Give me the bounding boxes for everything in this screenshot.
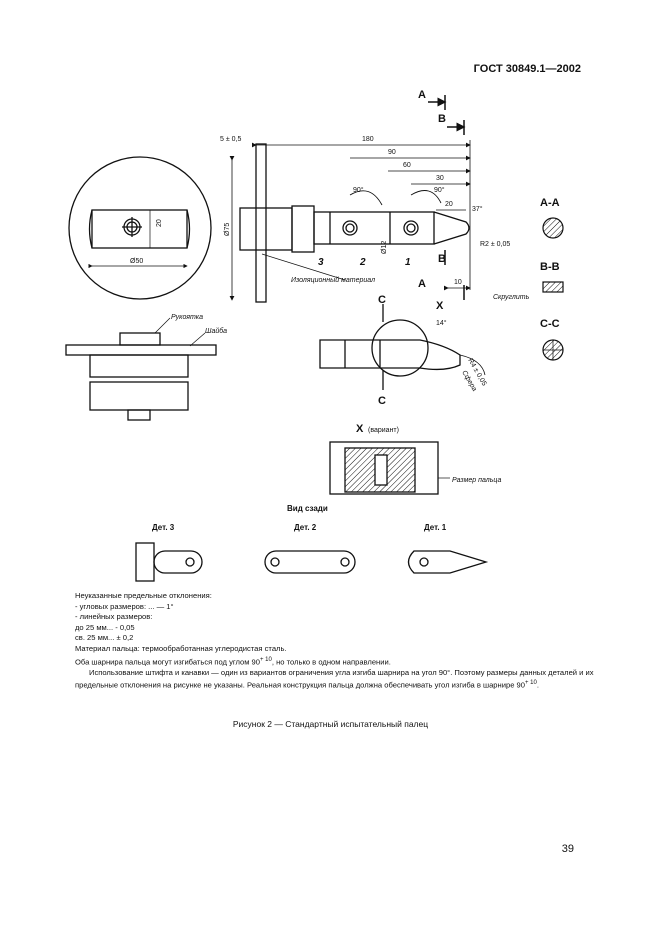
figure-caption: Рисунок 2 — Стандартный испытательный па…	[232, 719, 429, 729]
dim-dia75: Ø75	[224, 223, 231, 236]
section-arrows	[428, 95, 466, 300]
dim-dia50: Ø50	[130, 258, 143, 265]
note-line: Материал пальца: термообработанная углер…	[75, 643, 287, 653]
dim-90: 90	[388, 149, 396, 156]
finger-side-view	[229, 140, 471, 303]
dim-dia12: Ø12	[381, 241, 388, 254]
page-number: 39	[561, 843, 574, 855]
note-superscript: + 10	[260, 656, 272, 663]
section-bb-title: B-B	[540, 261, 560, 273]
note-line: - угловых размеров: ... — 1°	[75, 601, 174, 611]
parts-row	[135, 542, 489, 582]
dim-180: 180	[362, 136, 374, 143]
note-line: Оба шарнира пальца могут изгибаться под …	[75, 655, 595, 668]
part-det2-label: Дет. 2	[294, 523, 317, 532]
part-det1-label: Дет. 1	[424, 523, 447, 532]
part-number-1: 1	[405, 257, 411, 268]
note-text: Использование штифта и канавки — один из…	[75, 667, 594, 690]
x-variant-note: (вариант)	[368, 427, 399, 434]
section-a-top: A	[418, 89, 426, 101]
dim-60: 60	[403, 162, 411, 169]
section-c-top: C	[378, 294, 386, 306]
note-line: - линейных размеров:	[75, 612, 153, 622]
x-variant-letter: X	[356, 423, 364, 435]
dim-90deg-2: 90°	[434, 186, 445, 194]
front-circle-view	[68, 156, 212, 300]
dim-14deg: 14°	[436, 319, 447, 327]
section-aa-title: A-A	[540, 197, 560, 209]
finger-size-label: Размер пальца	[452, 477, 501, 484]
dim-30: 30	[436, 175, 444, 182]
technical-drawing: Ø50 20 A B B A 5 ± 0,5 180 90 60	[65, 89, 564, 582]
standard-header: ГОСТ 30849.1—2002	[473, 63, 581, 75]
note-line: Неуказанные предельные отклонения:	[75, 591, 212, 600]
side-view-title: Вид сзади	[287, 504, 328, 513]
dim-5: 5 ± 0,5	[220, 136, 241, 143]
section-b-bottom: B	[438, 253, 446, 265]
insulation-label: Изоляционный материал	[291, 276, 375, 284]
section-a-bottom: A	[418, 278, 426, 290]
section-views	[542, 217, 564, 361]
dim-20: 20	[445, 201, 453, 208]
dim-37deg: 37°	[472, 205, 483, 213]
part-number-2: 2	[359, 257, 366, 268]
dim-r2: R2 ± 0,05	[480, 241, 510, 248]
detail-x-label: X	[436, 300, 444, 312]
x-variant-detail	[329, 441, 450, 495]
rounded-label: Скруглить	[493, 294, 530, 301]
note-text: Оба шарнира пальца могут изгибаться под …	[75, 657, 260, 667]
section-b-top: B	[438, 113, 446, 125]
handle-label: Рукоятка	[171, 314, 203, 321]
bent-finger-view	[319, 304, 486, 390]
note-line: до 25 мм... - 0,05	[75, 622, 135, 632]
note-text: , но только в одном направлении.	[271, 657, 391, 667]
part-number-3: 3	[318, 257, 324, 268]
note-paragraph: Использование штифта и канавки — один из…	[75, 668, 595, 692]
note-text: .	[536, 680, 539, 690]
dim-20-vertical: 20	[156, 219, 163, 227]
washer-label: Шайба	[205, 327, 227, 335]
section-c-bottom: C	[378, 395, 386, 407]
part-det3-label: Дет. 3	[152, 523, 175, 532]
dim-10: 10	[454, 279, 462, 286]
handle-washer-view	[65, 317, 217, 421]
notes-block: Неуказанные предельные отклонения: - угл…	[75, 591, 595, 691]
note-superscript: + 10	[524, 680, 537, 687]
note-line: св. 25 мм... ± 0,2	[75, 633, 134, 643]
dim-90deg-1: 90°	[353, 186, 364, 194]
section-cc-title: C-C	[540, 318, 560, 330]
